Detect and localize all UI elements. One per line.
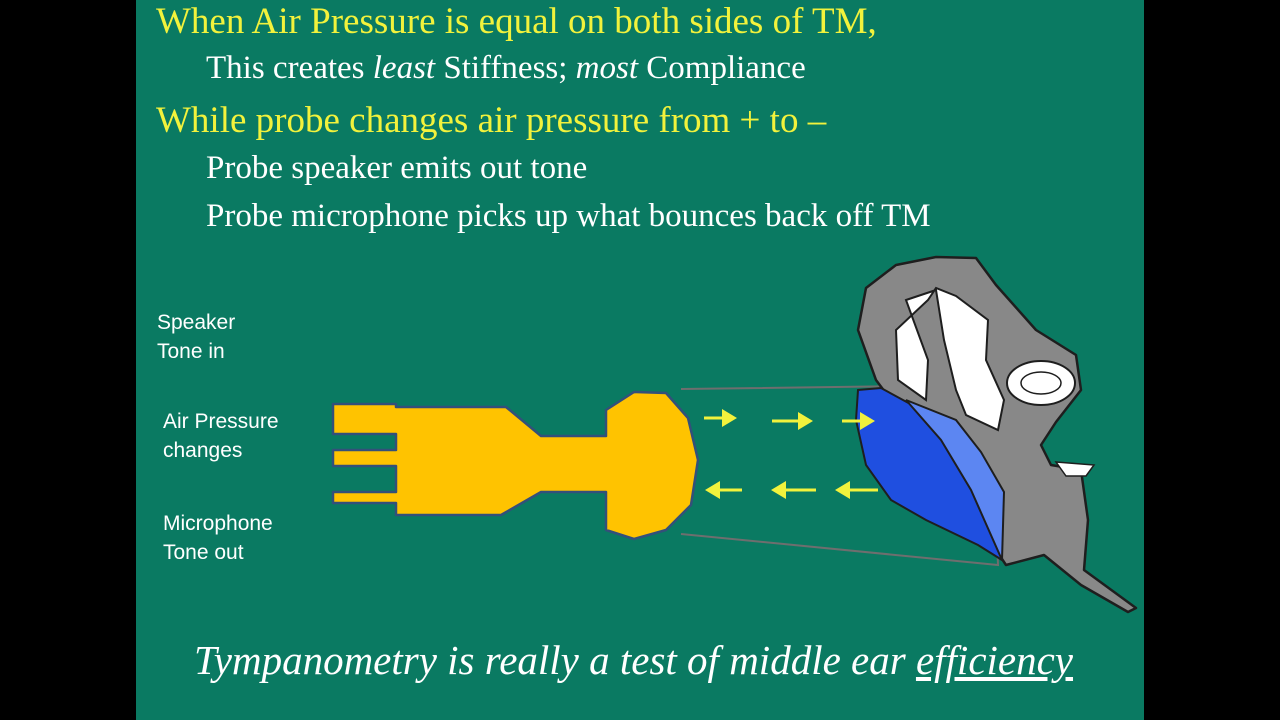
compliance-text-2: Stiffness; [435, 50, 576, 86]
heading-equal-pressure: When Air Pressure is equal on both sides… [156, 1, 877, 42]
heading-probe-changes: While probe changes air pressure from + … [156, 100, 827, 141]
air-pressure-label: Air Pressure changes [163, 407, 279, 465]
footer-statement: Tympanometry is really a test of middle … [194, 636, 1073, 684]
ear-probe-diagram [331, 255, 1138, 614]
footer-emphasis: efficiency [915, 637, 1074, 683]
air-pressure-label-line-1: Air Pressure [163, 410, 279, 433]
air-pressure-label-line-2: changes [163, 439, 243, 462]
least-emphasis: least [372, 50, 436, 86]
microphone-label-line-2: Tone out [163, 541, 244, 564]
speaker-label-line-1: Speaker [157, 311, 236, 334]
speaker-label: Speaker Tone in [157, 308, 235, 366]
temporal-bone-shape [856, 255, 1138, 614]
ear-icon [854, 255, 1138, 614]
probe-icon [331, 390, 700, 541]
compliance-text-1: This creates [206, 50, 373, 86]
microphone-label: Microphone Tone out [163, 509, 273, 567]
most-emphasis: most [575, 50, 639, 86]
microphone-label-line-1: Microphone [163, 512, 273, 535]
tone-in-arrows [704, 409, 875, 430]
slide: When Air Pressure is equal on both sides… [136, 0, 1144, 720]
tympanic-membrane-strip [905, 399, 1006, 561]
bullet-microphone: Probe microphone picks up what bounces b… [206, 198, 931, 234]
bullet-speaker: Probe speaker emits out tone [206, 150, 588, 186]
compliance-line: This creates least Stiffness; most Compl… [206, 50, 806, 87]
middle-ear-cavity-shape [894, 286, 1006, 432]
compliance-text-3: Compliance [638, 50, 806, 86]
speaker-label-line-2: Tone in [157, 340, 225, 363]
footer-text: Tympanometry is really a test of middle … [194, 637, 916, 683]
